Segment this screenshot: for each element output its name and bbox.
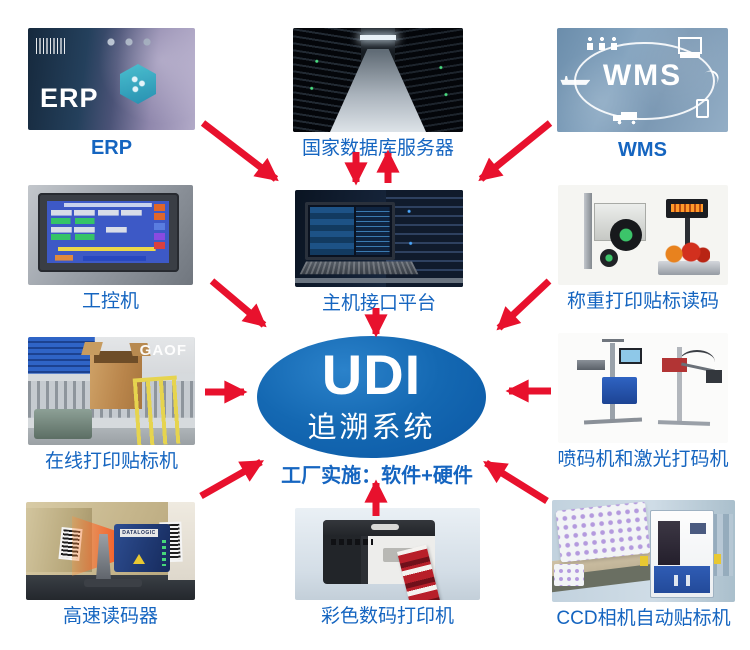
udi-system-name: 追溯系统 [307, 411, 436, 444]
circle-icons [106, 37, 154, 47]
warning-sticker-right [714, 554, 721, 564]
node-online-print-labeler: GAOF 在线打印贴标机 [28, 337, 195, 472]
node-label-ccd-auto-labeler: CCD相机自动贴标机 [556, 608, 731, 629]
industrial-pc-photo [28, 185, 193, 285]
truck-icon [613, 111, 640, 125]
peppers-on-scale [664, 242, 710, 264]
people-icon [586, 36, 621, 51]
conveyor-labeler-photo: GAOF [28, 337, 195, 445]
coder2-red-unit [662, 358, 687, 372]
warning-sticker-left [640, 556, 648, 566]
scale-platform [658, 261, 720, 275]
node-label-weigh-print-label-scan: 称重打印贴标读码 [566, 291, 720, 312]
weight-display [666, 199, 708, 218]
node-wms: WMS WMS [557, 28, 728, 161]
node-label-wms: WMS [618, 139, 667, 161]
arrow-ccd-to-udi [483, 460, 549, 504]
hexagon-icon [120, 64, 156, 104]
reader-mount [84, 579, 142, 587]
label-roll-small [600, 249, 618, 267]
yellow-safety-fence [132, 375, 182, 445]
arrow-erp-to-host [200, 120, 279, 182]
monitor-icon [678, 37, 703, 55]
weigh-labeler-photo [558, 185, 728, 285]
color-printer-photo [295, 508, 480, 600]
reader-brand-label: DATALOGIC [120, 529, 158, 537]
node-color-digital-printer: 彩色数码打印机 [295, 508, 480, 627]
node-label-industrial-pc: 工控机 [81, 291, 140, 312]
console-rail [295, 278, 463, 283]
node-erp: ERP ERP [28, 28, 195, 159]
coder2-base [657, 420, 711, 426]
node-label-online-print-labeler: 在线打印贴标机 [44, 451, 179, 472]
reader-leds [162, 540, 166, 566]
arrow-weigh-to-udi [496, 278, 552, 331]
reader-stand [96, 534, 111, 580]
arrow-wms-to-host [478, 120, 553, 182]
coder2-head [706, 370, 722, 383]
wms-overlay-text: WMS [602, 59, 683, 93]
coder1-blue-body [602, 377, 637, 404]
server-room-photo [293, 28, 463, 132]
console-screen [305, 202, 395, 260]
machine-frame [584, 193, 592, 269]
coder1-top-bar [602, 339, 624, 342]
test-tube-rack-small [554, 564, 584, 586]
node-industrial-pc: 工控机 [28, 185, 193, 312]
factory-implementation-caption: 工厂实施：软件+硬件 [281, 465, 473, 487]
warning-triangle-icon [133, 554, 145, 564]
node-national-database-server: 国家数据库服务器 [293, 28, 463, 159]
node-inkjet-laser-coder: 喷码机和激光打码机 [557, 333, 729, 470]
node-label-inkjet-laser-coder: 喷码机和激光打码机 [557, 449, 729, 470]
wms-photo: WMS [557, 28, 728, 132]
test-tube-rack [555, 501, 651, 563]
node-label-national-database-server: 国家数据库服务器 [301, 138, 455, 159]
node-label-erp: ERP [90, 137, 133, 159]
arrow-industrial-pc-to-udi [209, 278, 267, 328]
node-weigh-print-label-scan: 称重打印贴标读码 [558, 185, 728, 312]
status-leds [293, 28, 463, 132]
labeler-cabinet-doors [654, 566, 710, 593]
coder-machines-photo [558, 333, 728, 443]
coder1-base [583, 417, 643, 425]
phone-icon [696, 99, 710, 119]
host-interface-photo [295, 190, 463, 287]
scan-beam [72, 516, 118, 576]
erp-photo: ERP [28, 28, 195, 130]
label-roll [610, 219, 642, 251]
coder1-screen [619, 348, 642, 364]
erp-overlay-text: ERP [40, 83, 99, 113]
display-pole [685, 218, 690, 254]
udi-center-ellipse: UDI 追溯系统 [257, 336, 486, 458]
node-label-high-speed-code-reader: 高速读码器 [62, 606, 159, 627]
gaof-watermark: GAOF [139, 342, 187, 359]
code-reader-photo: DATALOGIC [26, 502, 195, 600]
barcode-icon [36, 38, 66, 54]
node-host-interface-platform: 主机接口平台 [295, 190, 463, 314]
udi-acronym: UDI [321, 343, 422, 407]
coder2-cable [679, 350, 715, 374]
ccd-labeler-photo [552, 500, 735, 602]
arrow-reader-to-udi [199, 458, 265, 500]
printer-logo-badge [371, 524, 399, 530]
node-label-host-interface-platform: 主机接口平台 [321, 293, 437, 314]
console-keyboard [299, 261, 419, 275]
labeler-machine [34, 409, 92, 439]
node-high-speed-code-reader: DATALOGIC 高速读码器 [26, 502, 195, 627]
node-ccd-auto-labeler: CCD相机自动贴标机 [552, 500, 735, 629]
ship-icon [560, 75, 591, 85]
lab-equipment-background [711, 514, 733, 576]
coder1-print-head [577, 360, 605, 370]
node-label-color-digital-printer: 彩色数码打印机 [320, 606, 455, 627]
coder2-post [677, 347, 682, 421]
hmi-screen [47, 201, 169, 263]
